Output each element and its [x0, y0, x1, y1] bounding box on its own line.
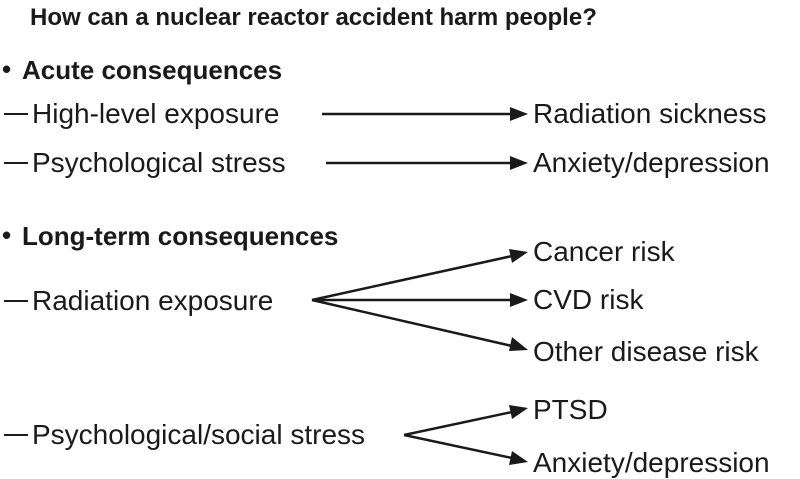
- longterm-effect-cancer-risk: Cancer risk: [533, 236, 675, 267]
- acute-cause-high-level-exposure: High-level exposure: [32, 98, 280, 129]
- page-title: How can a nuclear reactor accident harm …: [30, 4, 597, 31]
- acute-cause-psychological-stress: Psychological stress: [32, 147, 286, 178]
- acute-heading: Acute consequences: [22, 55, 283, 85]
- longterm-effect-ptsd: PTSD: [533, 394, 608, 425]
- longterm-cause-radiation-exposure: Radiation exposure: [32, 285, 274, 316]
- arrow-line-ptsd: [403, 410, 513, 437]
- arrowhead-radiation-sickness: [510, 107, 528, 121]
- arrowhead-cvd-risk: [510, 293, 528, 307]
- arrow-line-anxiety-depression-longterm: [403, 433, 513, 460]
- longterm-bullet: •: [2, 220, 12, 250]
- acute-bullet: •: [2, 54, 12, 84]
- arrowhead-anxiety-depression-longterm: [509, 451, 528, 465]
- arrow-line-other-disease-risk: [311, 298, 513, 348]
- acute-effect-radiation-sickness: Radiation sickness: [533, 98, 767, 129]
- acute-effect-anxiety-depression: Anxiety/depression: [533, 147, 770, 178]
- longterm-cause-psychological-social-stress: Psychological/social stress: [32, 419, 366, 450]
- longterm-effect-other-disease-risk: Other disease risk: [533, 336, 759, 367]
- longterm-heading: Long-term consequences: [22, 221, 339, 251]
- arrow-line-cancer-risk: [311, 254, 513, 302]
- longterm-effect-anxiety-depression: Anxiety/depression: [533, 447, 770, 478]
- arrowhead-anxiety-depression-acute: [510, 156, 528, 170]
- arrowhead-ptsd: [509, 405, 528, 419]
- arrowhead-cancer-risk: [509, 249, 528, 263]
- arrowhead-other-disease-risk: [509, 337, 528, 351]
- longterm-effect-cvd-risk: CVD risk: [533, 284, 644, 315]
